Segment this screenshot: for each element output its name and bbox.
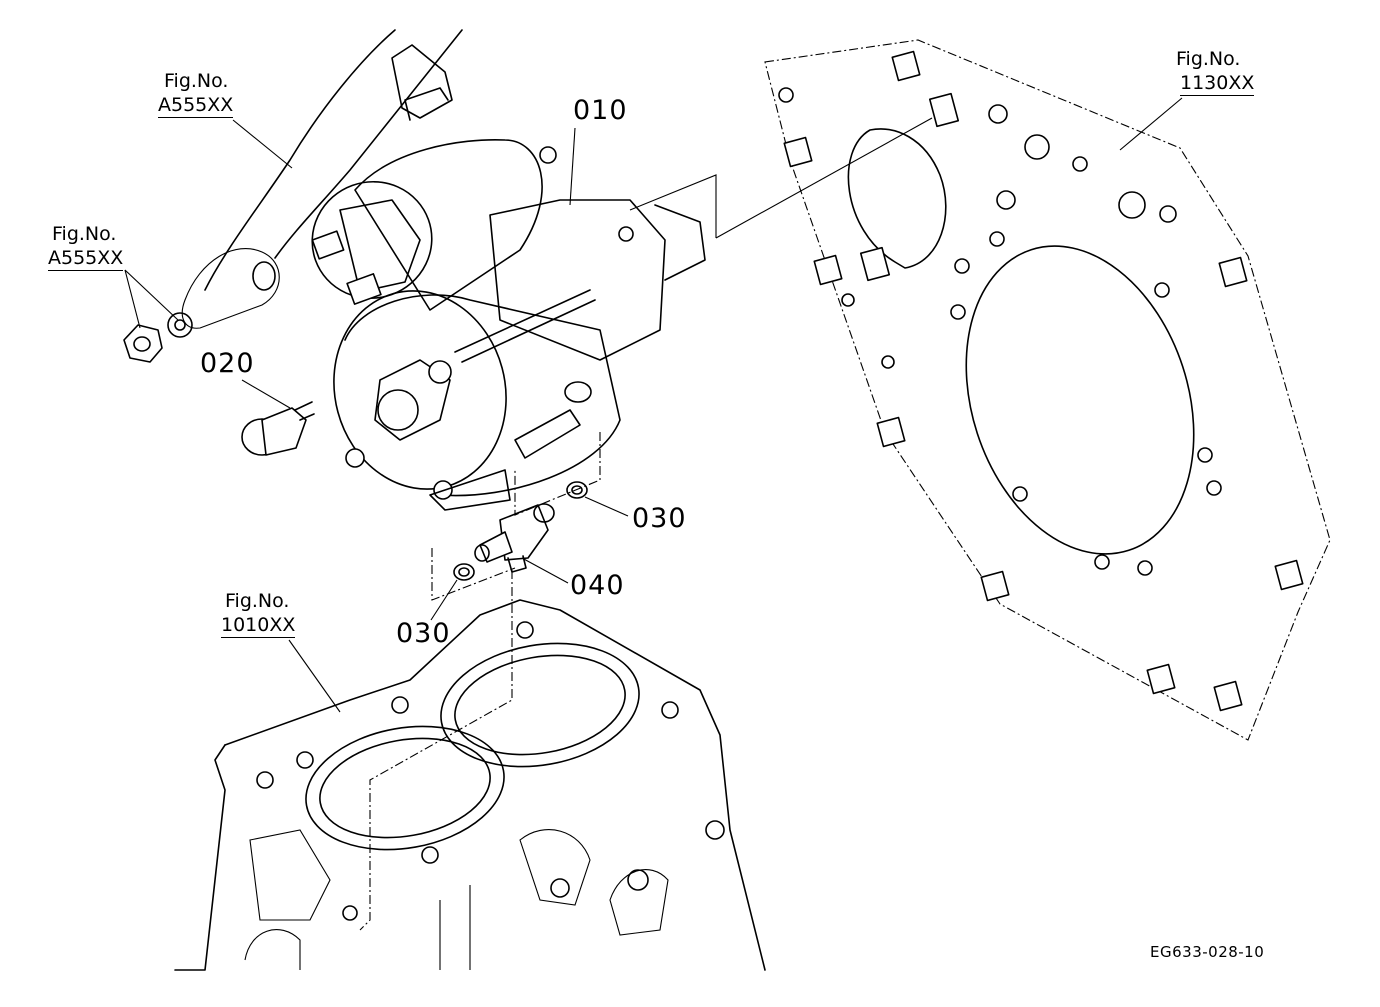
part-label-030-upper: 030	[632, 503, 687, 534]
figure-ref-number: A555XX	[158, 94, 234, 118]
figure-ref-a555xx-lower: Fig.No. A555XX	[48, 223, 124, 271]
housing-plate	[764, 39, 1331, 741]
figure-ref-label: Fig.No.	[52, 223, 117, 245]
starter-motor	[311, 138, 706, 511]
figure-ref-1010xx: Fig.No. 1010XX	[221, 590, 296, 638]
hose-fittings	[453, 481, 588, 581]
cable-harness	[181, 29, 463, 329]
part-label-040: 040	[570, 570, 625, 601]
figure-ref-label: Fig.No.	[164, 70, 229, 92]
figure-ref-number: 1010XX	[221, 614, 296, 638]
drawing-code: EG633-028-10	[1150, 943, 1265, 961]
part-label-010: 010	[573, 95, 628, 126]
cylinder-block	[174, 599, 766, 971]
figure-ref-number: 1130XX	[1180, 72, 1255, 96]
bolt-020	[241, 401, 315, 456]
figure-ref-a555xx-upper: Fig.No. A555XX	[158, 70, 234, 118]
nut-and-washer	[123, 312, 193, 363]
part-label-020: 020	[200, 348, 255, 379]
figure-ref-1130xx: Fig.No. 1130XX	[1176, 48, 1255, 96]
part-label-030-lower: 030	[396, 618, 451, 649]
figure-ref-label: Fig.No.	[225, 590, 290, 612]
leader-lines	[124, 97, 1183, 931]
figure-ref-number: A555XX	[48, 247, 124, 271]
figure-ref-label: Fig.No.	[1176, 48, 1241, 70]
